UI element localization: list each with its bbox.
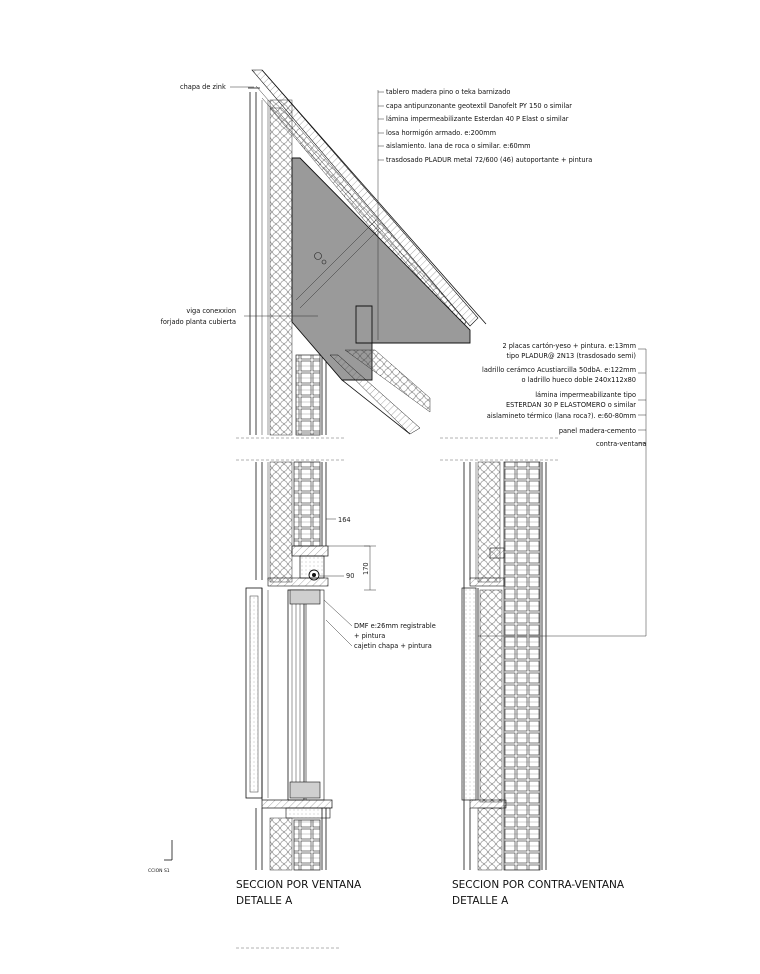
label-chapa-zink: chapa de zink	[180, 83, 226, 91]
label-trasdosado: trasdosado PLADUR metal 72/600 (46) auto…	[386, 156, 592, 164]
dim-164: 164	[338, 516, 351, 524]
annotations: chapa de zink tablero madera pino o teka…	[148, 83, 646, 907]
label-dmf-2: + pintura	[354, 632, 385, 640]
label-lamina2-2: ESTERDAN 30 P ELASTOMERO o similar	[506, 401, 636, 409]
label-capa: capa antipunzonante geotextil Danofelt P…	[386, 102, 572, 110]
label-ladrillo-2: o ladrillo hueco doble 240x112x80	[522, 376, 636, 384]
label-viga-2: forjado planta cubierta	[161, 318, 236, 326]
break-lines	[236, 437, 560, 949]
label-losa: losa hormigón armado. e:200mm	[386, 129, 496, 137]
section-marker: CCION S1	[148, 868, 170, 874]
roof-section	[248, 69, 487, 436]
label-panel: panel madera-cemento	[559, 427, 636, 435]
title-right-1: SECCION POR CONTRA-VENTANA	[452, 879, 625, 891]
label-contra: contra-ventana	[596, 440, 646, 448]
cajetin-box	[299, 555, 325, 579]
label-cajetin: cajetin chapa + pintura	[354, 642, 432, 650]
label-tablero: tablero madera pino o teka barnizado	[386, 88, 510, 96]
dim-170: 170	[362, 562, 370, 575]
label-lamina2-1: lámina impermeabilizante tipo	[535, 391, 636, 399]
label-ladrillo-1: ladrillo cerámco Acustiarcilla 50dbA. e:…	[482, 366, 636, 374]
label-lamina: lámina impermeabilizante Esterdan 40 P E…	[386, 115, 569, 123]
title-left-1: SECCION POR VENTANA	[236, 879, 362, 891]
dim-90: 90	[346, 572, 354, 580]
label-placas-1: 2 placas cartón-yeso + pintura. e:13mm	[502, 342, 636, 350]
label-dmf-1: DMF e:26mm registrable	[354, 622, 436, 630]
label-aislamiento: aislamiento. lana de roca o similar. e:6…	[386, 142, 531, 150]
contra-ventana-section	[461, 461, 547, 871]
label-placas-2: tipo PLADUR@ 2N13 (trasdosado semi)	[506, 352, 636, 360]
title-right-2: DETALLE A	[452, 895, 509, 907]
label-viga-1: viga conexxion	[186, 307, 236, 315]
roller-icon	[308, 569, 320, 581]
label-aislamiento2: aislamineto térmico (lana roca?). e:60-8…	[487, 412, 636, 420]
leader-lines	[164, 86, 647, 861]
title-left-2: DETALLE A	[236, 895, 293, 907]
concrete-slab	[291, 157, 471, 381]
window-section	[245, 461, 376, 871]
